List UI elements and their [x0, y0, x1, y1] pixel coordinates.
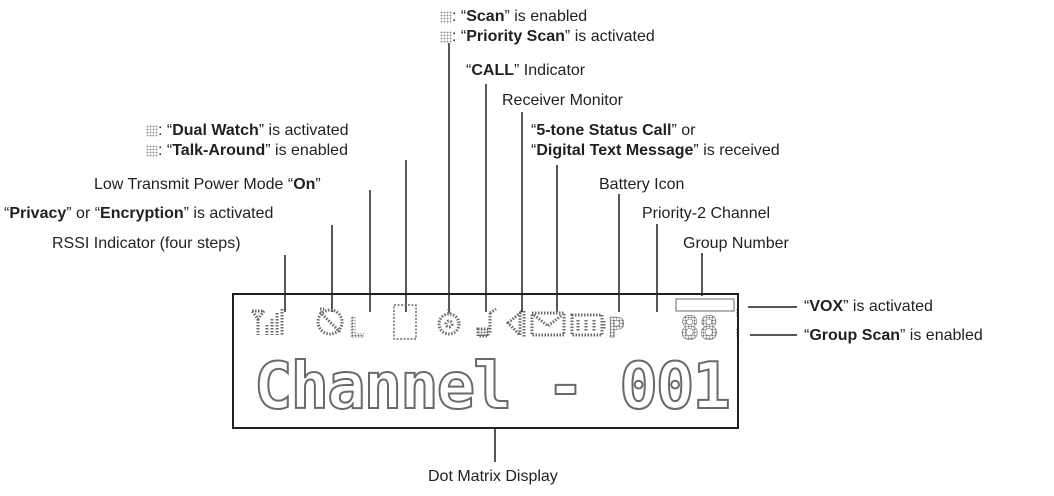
- group-number-icon: 88: [680, 309, 719, 347]
- digital-text-label: “Digital Text Message” is received: [531, 142, 780, 159]
- group-number-box: [675, 298, 735, 312]
- dual-watch-box-icon: [393, 304, 417, 340]
- group-scan-label: “Group Scan” is enabled: [804, 327, 983, 344]
- lcd-display: L: [232, 293, 739, 429]
- monitor-icon: [505, 309, 526, 339]
- dual-watch-mini-icon: [146, 124, 158, 137]
- priority2-label: Priority-2 Channel: [642, 205, 771, 222]
- talk-around-label: : “Talk-Around” is enabled: [146, 141, 348, 160]
- vox-label: “VOX” is activated: [804, 298, 933, 315]
- low-power-label: Low Transmit Power Mode “On”: [94, 176, 321, 193]
- battery-icon: [570, 313, 606, 337]
- priority-scan-label: : “Priority Scan” is activated: [440, 27, 655, 46]
- call-indicator-label: “CALL” Indicator: [466, 62, 586, 79]
- talk-around-mini-icon: [146, 144, 158, 157]
- privacy-label: “Privacy” or “Encryption” is activated: [4, 205, 274, 222]
- rssi-icon: [249, 309, 284, 335]
- scan-icon: [437, 309, 461, 336]
- rssi-label: RSSI Indicator (four steps): [52, 235, 241, 252]
- group-number-label: Group Number: [683, 235, 789, 252]
- scan-label: : “Scan” is enabled: [440, 7, 587, 26]
- status-call-label: “5-tone Status Call” or: [531, 122, 696, 139]
- call-icon: [476, 307, 497, 338]
- privacy-icon: [316, 307, 344, 336]
- scan-mini-icon: [440, 10, 452, 23]
- dot-matrix-text: Channel - 001: [253, 350, 732, 424]
- priority2-icon: P: [608, 311, 625, 344]
- battery-icon-label: Battery Icon: [599, 176, 685, 193]
- lcd-icon-row: L: [249, 298, 737, 347]
- dual-watch-label: : “Dual Watch” is activated: [146, 121, 349, 140]
- priority-scan-mini-icon: [440, 30, 452, 43]
- receiver-monitor-label: Receiver Monitor: [502, 92, 623, 109]
- dot-matrix-label: Dot Matrix Display: [428, 468, 558, 485]
- message-icon: [530, 311, 566, 337]
- low-power-icon: L: [348, 311, 365, 344]
